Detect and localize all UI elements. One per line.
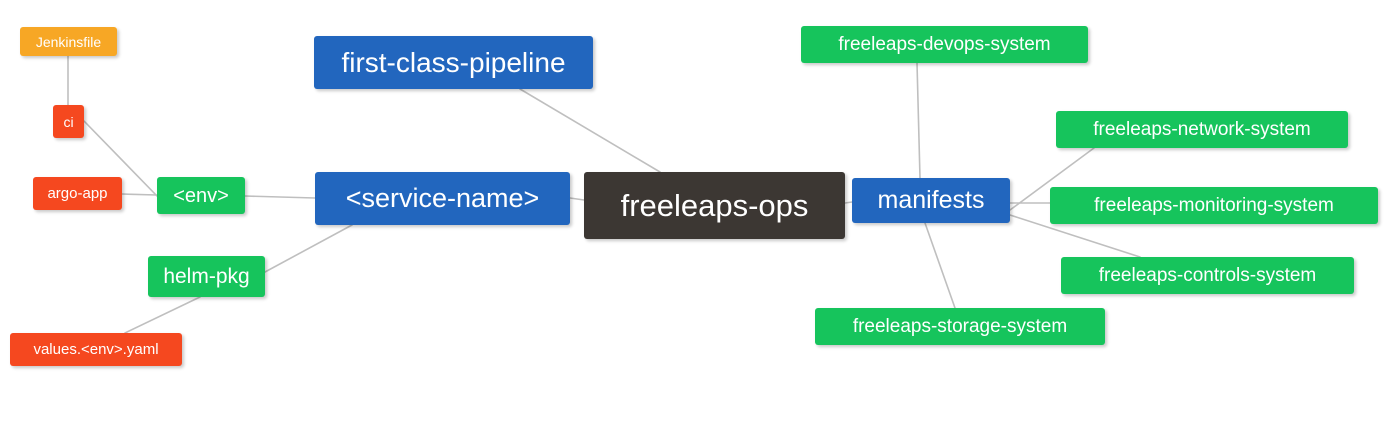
mindmap-node-storage-system[interactable]: freeleaps-storage-system: [815, 308, 1105, 345]
edge-service-name-to-freeleaps-ops: [569, 197, 585, 201]
edge-first-class-pipeline-to-freeleaps-ops: [519, 88, 661, 173]
mindmap-node-freeleaps-ops[interactable]: freeleaps-ops: [584, 172, 845, 239]
edge-manifests-to-devops-system: [916, 62, 921, 179]
mindmap-node-first-class-pipeline[interactable]: first-class-pipeline: [314, 36, 593, 89]
mindmap-node-argo-app[interactable]: argo-app: [33, 177, 122, 210]
edge-values-yaml-to-helm-pkg: [124, 296, 201, 334]
mindmap-node-service-name[interactable]: <service-name>: [315, 172, 570, 225]
mindmap-node-monitoring-system[interactable]: freeleaps-monitoring-system: [1050, 187, 1378, 224]
mindmap-node-env[interactable]: <env>: [157, 177, 245, 214]
mindmap-node-network-system[interactable]: freeleaps-network-system: [1056, 111, 1348, 148]
mindmap-node-ci[interactable]: ci: [53, 105, 84, 138]
edge-helm-pkg-to-service-name: [264, 224, 353, 273]
mindmap-node-helm-pkg[interactable]: helm-pkg: [148, 256, 265, 297]
edge-freeleaps-ops-to-manifests: [844, 201, 853, 204]
mindmap-node-devops-system[interactable]: freeleaps-devops-system: [801, 26, 1088, 63]
edge-manifests-to-storage-system: [924, 222, 956, 309]
mindmap-node-values-yaml[interactable]: values.<env>.yaml: [10, 333, 182, 366]
mindmap-node-manifests[interactable]: manifests: [852, 178, 1010, 223]
mindmap-node-controls-system[interactable]: freeleaps-controls-system: [1061, 257, 1354, 294]
edge-argo-app-to-env: [121, 193, 158, 196]
mindmap-node-jenkinsfile[interactable]: Jenkinsfile: [20, 27, 117, 56]
edge-env-to-service-name: [244, 195, 316, 199]
